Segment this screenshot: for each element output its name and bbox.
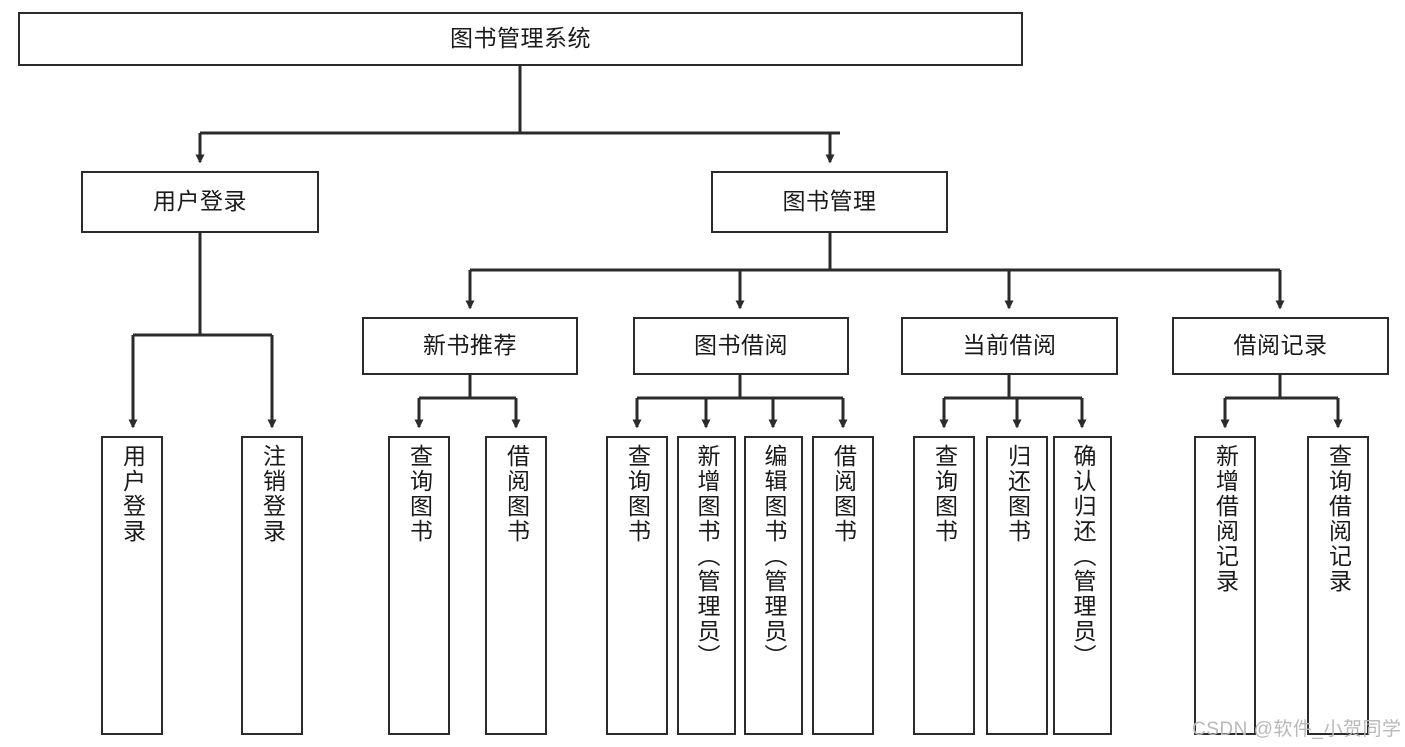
- node-leaf-edit-book[interactable]: 编辑图书（管理员）: [744, 436, 803, 735]
- node-leaf-confirm-return-label: 确认归还（管理员）: [1070, 444, 1096, 669]
- node-current-borrow-label: 当前借阅: [962, 332, 1057, 359]
- node-leaf-query-record-label: 查询借阅记录: [1325, 444, 1352, 594]
- node-book-borrow[interactable]: 图书借阅: [633, 317, 849, 375]
- node-book-borrow-label: 图书借阅: [694, 332, 788, 359]
- node-leaf-add-book-label: 新增图书（管理员）: [694, 444, 720, 669]
- node-leaf-user-login[interactable]: 用户登录: [101, 436, 163, 735]
- node-leaf-return-book-label: 归还图书: [1004, 444, 1031, 544]
- node-new-book-recommend-label: 新书推荐: [423, 332, 517, 359]
- node-leaf-borrow-book-1[interactable]: 借阅图书: [485, 436, 547, 735]
- node-borrow-record-label: 借阅记录: [1233, 332, 1328, 359]
- node-leaf-borrow-book-2-label: 借阅图书: [830, 444, 857, 544]
- node-book-manage[interactable]: 图书管理: [711, 171, 948, 233]
- node-leaf-borrow-book-1-label: 借阅图书: [503, 444, 530, 544]
- node-leaf-query-book-2-label: 查询图书: [624, 444, 651, 544]
- node-leaf-return-book[interactable]: 归还图书: [986, 436, 1048, 735]
- node-leaf-confirm-return[interactable]: 确认归还（管理员）: [1053, 436, 1112, 735]
- node-user-login-label: 用户登录: [153, 188, 247, 215]
- node-leaf-query-book-1[interactable]: 查询图书: [388, 436, 450, 735]
- node-leaf-query-book-1-label: 查询图书: [406, 444, 433, 544]
- node-leaf-query-book-2[interactable]: 查询图书: [606, 436, 668, 735]
- node-leaf-user-login-label: 用户登录: [119, 444, 146, 544]
- node-current-borrow[interactable]: 当前借阅: [901, 317, 1118, 375]
- node-new-book-recommend[interactable]: 新书推荐: [362, 317, 578, 375]
- node-leaf-edit-book-label: 编辑图书（管理员）: [761, 444, 787, 669]
- node-user-login[interactable]: 用户登录: [81, 171, 319, 233]
- node-borrow-record[interactable]: 借阅记录: [1172, 317, 1389, 375]
- node-leaf-user-logout[interactable]: 注销登录: [241, 436, 303, 735]
- node-root-label: 图书管理系统: [450, 25, 591, 52]
- node-leaf-add-record-label: 新增借阅记录: [1212, 444, 1239, 594]
- node-leaf-add-book[interactable]: 新增图书（管理员）: [677, 436, 736, 735]
- node-leaf-user-logout-label: 注销登录: [259, 444, 286, 544]
- node-leaf-add-record[interactable]: 新增借阅记录: [1194, 436, 1256, 735]
- node-root[interactable]: 图书管理系统: [18, 12, 1023, 66]
- node-leaf-query-book-3-label: 查询图书: [931, 444, 958, 544]
- node-book-manage-label: 图书管理: [782, 188, 877, 215]
- node-leaf-query-book-3[interactable]: 查询图书: [913, 436, 975, 735]
- node-leaf-query-record[interactable]: 查询借阅记录: [1307, 436, 1369, 735]
- node-leaf-borrow-book-2[interactable]: 借阅图书: [812, 436, 874, 735]
- csdn-watermark: CSDN @软件_小贺同学: [1192, 719, 1402, 740]
